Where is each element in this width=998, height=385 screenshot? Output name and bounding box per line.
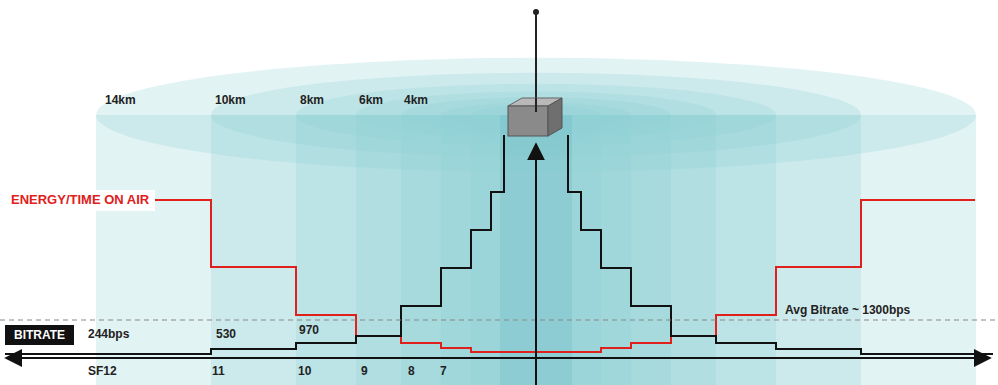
- axis-arrows: [6, 144, 990, 385]
- average-line: [0, 319, 998, 320]
- bitrate-curve: [568, 135, 993, 354]
- range-band: [296, 115, 776, 385]
- center-arrow: [535, 144, 537, 385]
- range-band: [211, 115, 861, 385]
- spreading-factor: SF12: [88, 365, 117, 379]
- range-label: 8km: [300, 94, 324, 108]
- average-note: Avg Bitrate ~ 1300bps: [785, 304, 910, 318]
- spreading-factor: 7: [440, 365, 447, 379]
- bitrate-value: 244bps: [88, 328, 129, 342]
- distance-axis: [6, 357, 990, 359]
- gateway-antenna: [508, 9, 562, 136]
- coverage-cylinders: [96, 58, 976, 385]
- range-label: 14km: [105, 94, 136, 108]
- spreading-factor: 9: [361, 365, 368, 379]
- range-label: 6km: [359, 94, 383, 108]
- core-band: [500, 115, 572, 385]
- bitrate-curve: [5, 135, 504, 354]
- range-label: 10km: [215, 94, 246, 108]
- step-curves: [0, 135, 998, 354]
- range-band: [441, 115, 631, 385]
- bitrate-value: 970: [299, 324, 319, 338]
- spreading-factor: 8: [408, 365, 415, 379]
- range-band: [356, 115, 716, 385]
- spreading-factor: 10: [298, 365, 311, 379]
- range-label: 4km: [404, 94, 428, 108]
- series-name: BITRATE: [14, 328, 65, 342]
- legend-tag: BITRATE: [5, 325, 74, 345]
- gateway-front: [508, 106, 548, 136]
- gateway-side: [548, 98, 562, 136]
- range-band: [96, 115, 976, 385]
- antenna-mast: [535, 12, 537, 108]
- bitrate-value: 530: [216, 328, 236, 342]
- spreading-factor: 11: [212, 365, 225, 379]
- antenna-base: [535, 98, 537, 112]
- antenna-tip: [533, 9, 539, 15]
- series-name: ENERGY/TIME ON AIR: [5, 190, 155, 211]
- range-band: [471, 115, 601, 385]
